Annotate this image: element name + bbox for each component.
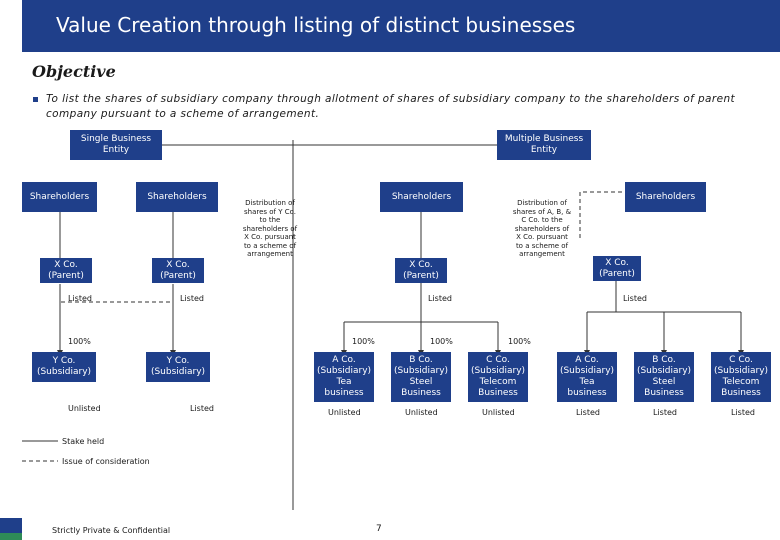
xco-parent-box: X Co. (Parent) [395,258,447,283]
stake-percent-label: 100% [68,337,91,346]
listed-label: Listed [190,404,214,413]
bco-subsidiary-box: B Co. (Subsidiary) Steel Business [391,352,451,402]
shareholders-box: Shareholders [625,182,706,212]
listed-label: Listed [68,294,92,303]
cco-subsidiary-box: C Co. (Subsidiary) Telecom Business [468,352,528,402]
stake-percent-label: 100% [508,337,531,346]
distribution-note-abc: Distribution of shares of A, B, & C Co. … [512,199,572,258]
distribution-note-y: Distribution of shares of Y Co. to the s… [242,199,298,258]
confidential-footer: Strictly Private & Confidential [52,526,171,535]
shareholders-box: Shareholders [380,182,463,212]
company-logo-stripe [0,533,22,540]
listed-label: Listed [653,408,677,417]
shareholders-box: Shareholders [22,182,97,212]
single-entity-box: Single Business Entity [70,130,162,160]
aco-subsidiary-box: A Co. (Subsidiary) Tea business [557,352,617,402]
multiple-entity-box: Multiple Business Entity [497,130,591,160]
unlisted-label: Unlisted [328,408,361,417]
objective-text: To list the shares of subsidiary company… [46,93,736,120]
stake-percent-label: 100% [430,337,453,346]
xco-parent-box: X Co. (Parent) [593,256,641,281]
xco-parent-box: X Co. (Parent) [40,258,92,283]
cco-subsidiary-box: C Co. (Subsidiary) Telecom Business [711,352,771,402]
unlisted-label: Unlisted [405,408,438,417]
listed-label: Listed [180,294,204,303]
listed-label: Listed [428,294,452,303]
shareholders-box: Shareholders [136,182,218,212]
objective-heading: Objective [32,62,116,81]
unlisted-label: Unlisted [482,408,515,417]
yco-subsidiary-box: Y Co. (Subsidiary) [146,352,210,382]
listed-label: Listed [731,408,755,417]
unlisted-label: Unlisted [68,404,101,413]
aco-subsidiary-box: A Co. (Subsidiary) Tea business [314,352,374,402]
bullet-icon [33,97,38,102]
listed-label: Listed [576,408,600,417]
page-number: 7 [376,524,382,534]
legend-issue-of-consideration: Issue of consideration [62,457,150,466]
listed-label: Listed [623,294,647,303]
legend-stake-held: Stake held [62,437,105,446]
stake-percent-label: 100% [352,337,375,346]
page-title: Value Creation through listing of distin… [56,13,576,37]
title-bar: Value Creation through listing of distin… [22,0,780,52]
yco-subsidiary-box: Y Co. (Subsidiary) [32,352,96,382]
bco-subsidiary-box: B Co. (Subsidiary) Steel Business [634,352,694,402]
xco-parent-box: X Co. (Parent) [152,258,204,283]
